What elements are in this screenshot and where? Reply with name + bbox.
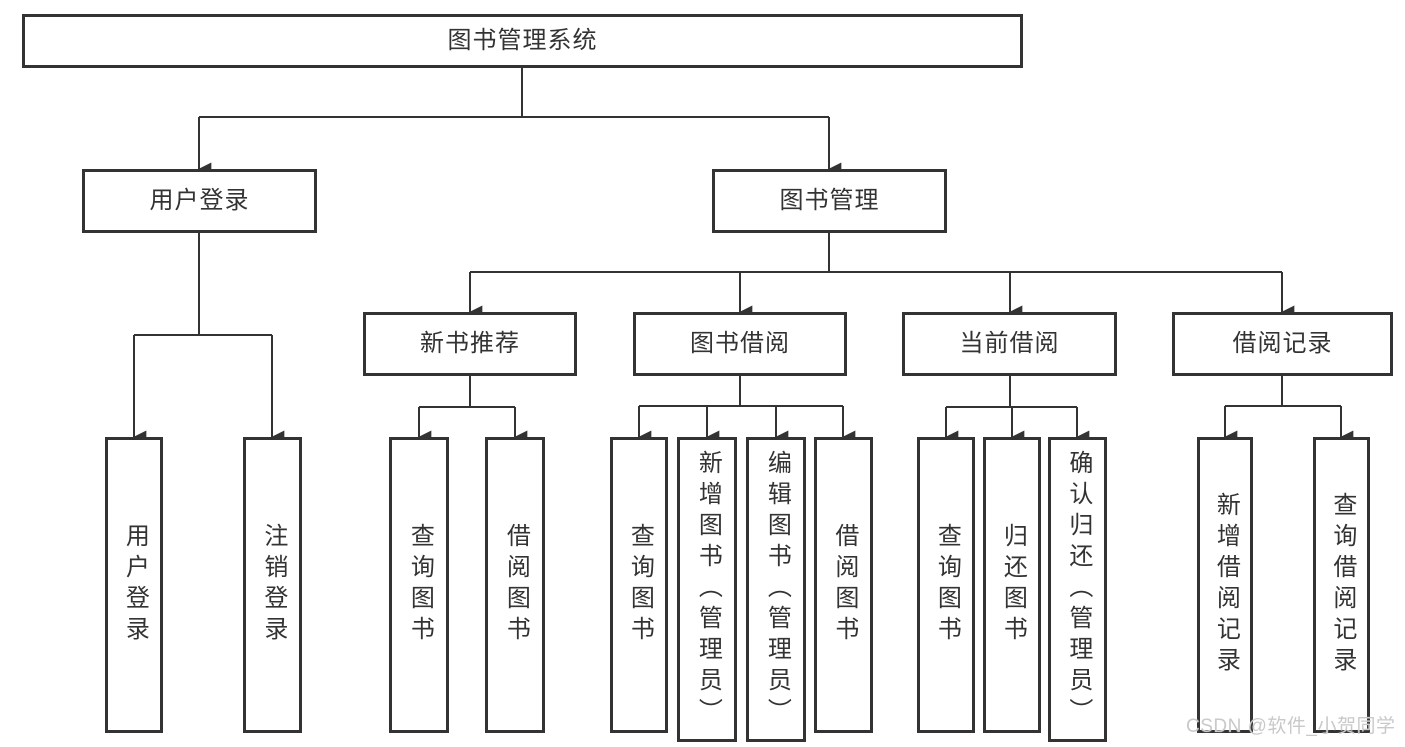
node-leaf-confirm-return-admin: 确认归还（管理员） bbox=[1048, 437, 1107, 742]
node-new-book-recommend: 新书推荐 bbox=[363, 312, 577, 376]
node-leaf-query-books-3: 查询图书 bbox=[917, 437, 975, 733]
node-leaf-logout: 注销登录 bbox=[243, 437, 302, 733]
node-user-login: 用户登录 bbox=[82, 169, 317, 233]
node-leaf-query-books-1: 查询图书 bbox=[389, 437, 449, 733]
node-book-management: 图书管理 bbox=[712, 169, 947, 233]
node-leaf-add-borrow-record: 新增借阅记录 bbox=[1197, 437, 1253, 733]
node-leaf-borrow-books-2: 借阅图书 bbox=[814, 437, 873, 733]
node-borrow-records: 借阅记录 bbox=[1172, 312, 1393, 376]
node-leaf-edit-book-admin: 编辑图书（管理员） bbox=[746, 437, 806, 742]
connector-group bbox=[133, 68, 1354, 444]
watermark: CSDN @软件_小贺同学 bbox=[1186, 716, 1396, 737]
node-leaf-add-book-admin: 新增图书（管理员） bbox=[677, 437, 737, 742]
node-book-borrow: 图书借阅 bbox=[633, 312, 847, 376]
node-leaf-return-book: 归还图书 bbox=[983, 437, 1041, 733]
node-leaf-query-borrow-record: 查询借阅记录 bbox=[1313, 437, 1370, 733]
node-leaf-query-books-2: 查询图书 bbox=[610, 437, 668, 733]
node-root: 图书管理系统 bbox=[22, 14, 1023, 68]
node-current-borrow: 当前借阅 bbox=[902, 312, 1117, 376]
node-leaf-user-login: 用户登录 bbox=[105, 437, 163, 733]
node-leaf-borrow-books-1: 借阅图书 bbox=[485, 437, 545, 733]
